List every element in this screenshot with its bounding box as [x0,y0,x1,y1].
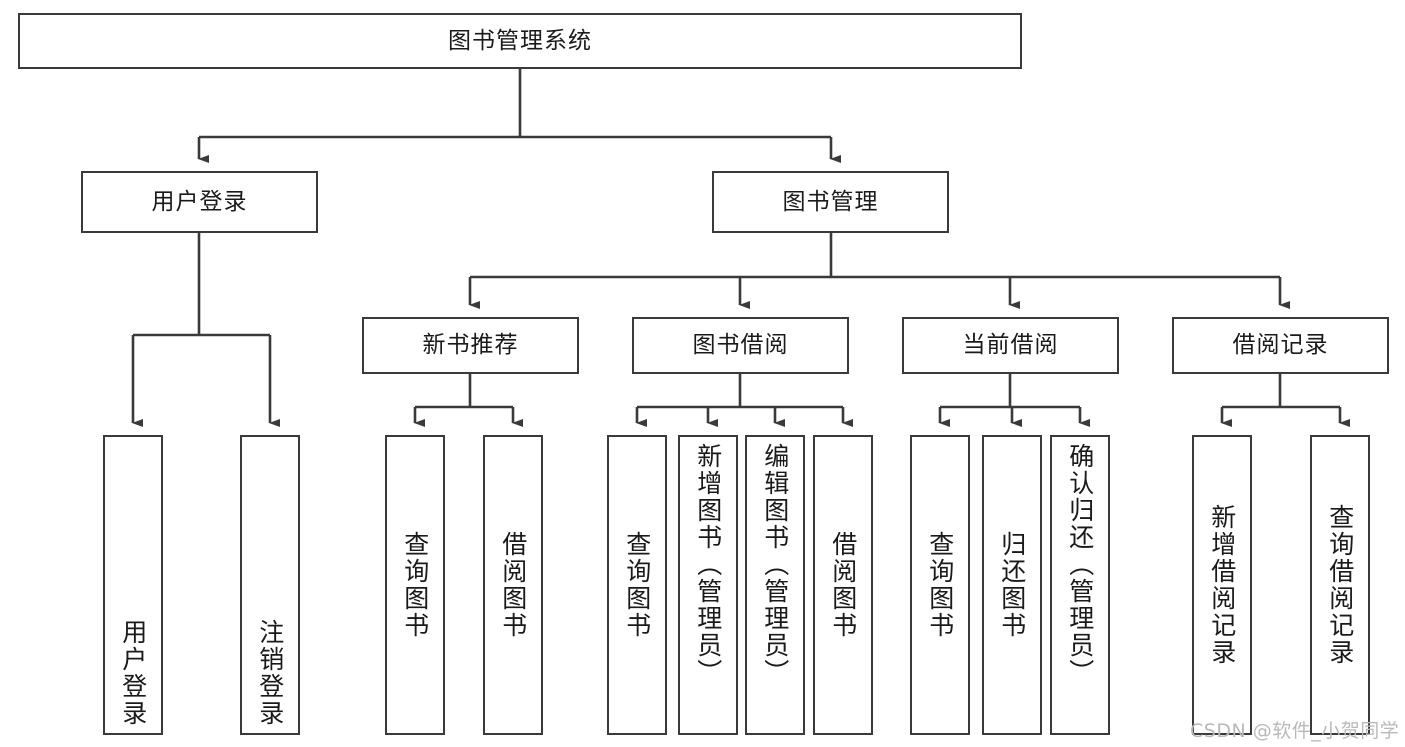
node-leaf-return-book[interactable]: 归还图书 [982,435,1042,735]
node-new-book-recommend[interactable]: 新书推荐 [362,317,579,374]
node-leaf-query-record-label: 查询借阅记录 [1325,504,1355,666]
node-leaf-user-login-label: 用户登录 [118,619,148,727]
node-leaf-user-login[interactable]: 用户登录 [103,435,163,735]
node-leaf-logout[interactable]: 注销登录 [240,435,300,735]
node-leaf-confirm-return-label: 确认归还（管理员） [1065,443,1095,686]
node-leaf-edit-book[interactable]: 编辑图书（管理员） [745,435,805,735]
node-leaf-query-record[interactable]: 查询借阅记录 [1310,435,1370,735]
node-new-book-recommend-label: 新书推荐 [422,332,519,358]
node-leaf-query-book-2[interactable]: 查询图书 [607,435,667,735]
node-borrow-record[interactable]: 借阅记录 [1172,317,1389,374]
node-borrow-record-label: 借阅记录 [1232,332,1329,358]
node-leaf-borrow-book-2[interactable]: 借阅图书 [813,435,873,735]
node-leaf-query-book-3[interactable]: 查询图书 [910,435,970,735]
node-book-borrow[interactable]: 图书借阅 [632,317,849,374]
node-book-borrow-label: 图书借阅 [692,332,789,358]
node-leaf-edit-book-label: 编辑图书（管理员） [760,443,790,686]
node-leaf-borrow-book-1-label: 借阅图书 [498,531,528,639]
node-root[interactable]: 图书管理系统 [18,13,1022,69]
node-leaf-query-book-3-label: 查询图书 [925,531,955,639]
node-leaf-return-book-label: 归还图书 [997,531,1027,639]
node-leaf-borrow-book-1[interactable]: 借阅图书 [483,435,543,735]
node-leaf-logout-label: 注销登录 [255,619,285,727]
csdn-watermark: CSDN @软件_小贺同学 [1190,720,1400,742]
node-current-borrow[interactable]: 当前借阅 [902,317,1119,374]
node-user-login-label: 用户登录 [151,188,248,215]
node-book-manage[interactable]: 图书管理 [712,171,949,233]
node-book-manage-label: 图书管理 [782,188,879,215]
node-leaf-add-record[interactable]: 新增借阅记录 [1192,435,1252,735]
node-user-login[interactable]: 用户登录 [81,171,318,233]
node-leaf-confirm-return[interactable]: 确认归还（管理员） [1050,435,1110,735]
node-leaf-add-record-label: 新增借阅记录 [1207,504,1237,666]
node-current-borrow-label: 当前借阅 [962,332,1059,358]
node-leaf-query-book-2-label: 查询图书 [622,531,652,639]
node-leaf-borrow-book-2-label: 借阅图书 [828,531,858,639]
node-leaf-add-book[interactable]: 新增图书（管理员） [678,435,738,735]
node-leaf-query-book-1-label: 查询图书 [400,531,430,639]
node-leaf-add-book-label: 新增图书（管理员） [693,443,723,686]
node-root-label: 图书管理系统 [448,27,592,54]
node-leaf-query-book-1[interactable]: 查询图书 [385,435,445,735]
